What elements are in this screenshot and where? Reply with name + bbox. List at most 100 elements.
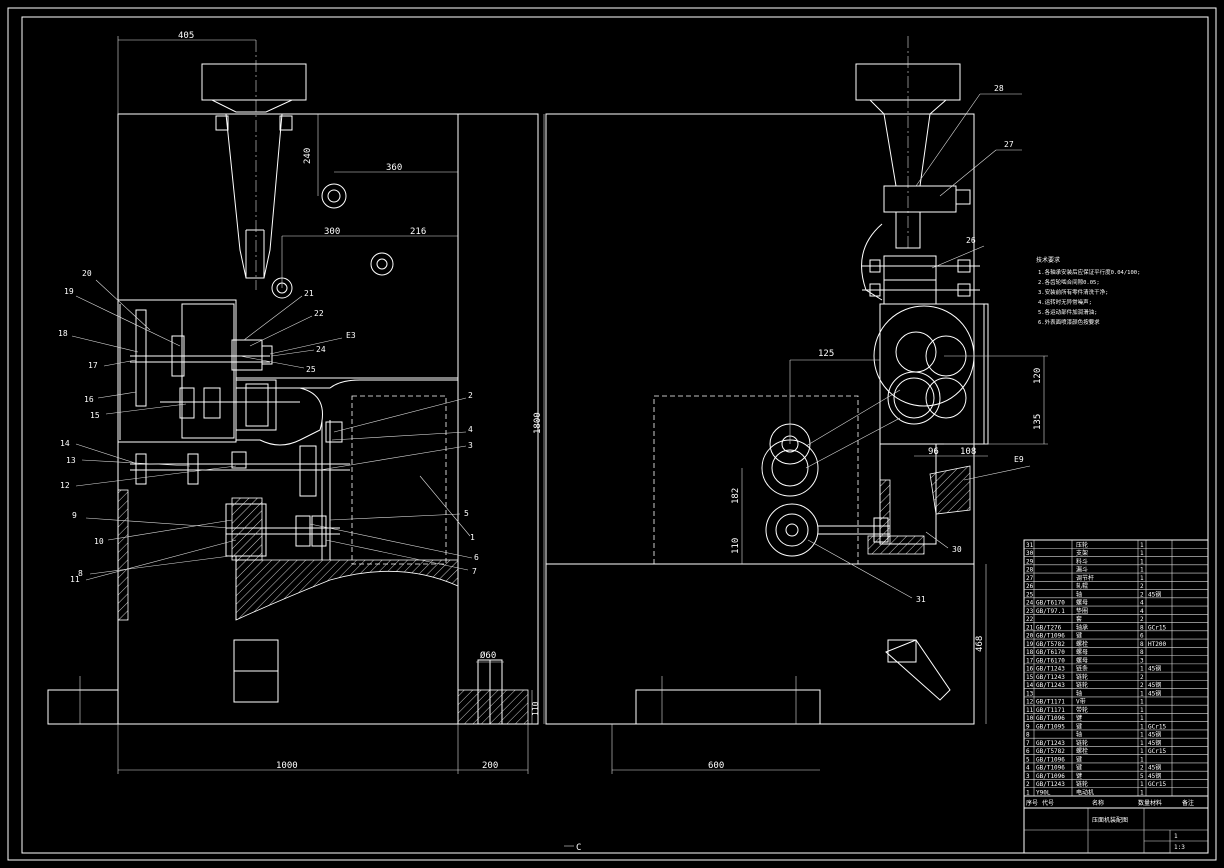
bom-header-code: 代号 [1042, 799, 1054, 807]
right-dimensions: 125 120 135 96 108 182 110 468 600 [611, 349, 1048, 774]
bom-cell-no: 18 [1026, 649, 1034, 656]
bom-cell-no: 25 [1026, 591, 1034, 598]
dim-600: 600 [708, 761, 724, 771]
part-14: 14 [60, 439, 70, 448]
dim-phi60: Ø60 [480, 650, 496, 661]
bom-cell-qty: 1 [1140, 558, 1144, 565]
bom-cell-mat: GCr15 [1148, 624, 1166, 631]
bom-cell-no: 3 [1026, 773, 1030, 780]
bom-cell-mat: GCr15 [1148, 748, 1166, 755]
bom-cell-no: 24 [1026, 600, 1034, 607]
part-19: 19 [64, 287, 74, 296]
bom-cell-code: GB/T5782 [1036, 748, 1065, 755]
part-27: 27 [1004, 140, 1014, 149]
bom-cell-mat: 45钢 [1148, 689, 1161, 697]
bom-cell-code: GB/T1096 [1036, 756, 1065, 763]
bom-cell-code: GB/T6170 [1036, 600, 1065, 607]
dim-182: 182 [731, 488, 741, 504]
bom-cell-qty: 1 [1140, 748, 1144, 755]
bom-cell-name: 调节杆 [1076, 574, 1094, 582]
bom-cell-no: 23 [1026, 608, 1034, 615]
bom-cell-qty: 1 [1140, 790, 1144, 797]
bom-cell-code: GB/T276 [1036, 624, 1062, 631]
bom-cell-no: 14 [1026, 682, 1034, 689]
part-9: 9 [72, 511, 77, 520]
bom-cell-name: 套 [1076, 615, 1082, 623]
bom-cell-name: 压轮 [1076, 541, 1088, 549]
bom-cell-name: 料斗 [1076, 557, 1088, 565]
bom-cell-name: 电动机 [1076, 789, 1094, 797]
bom-cell-code: GB/T1243 [1036, 674, 1065, 681]
dim-96: 96 [928, 447, 939, 457]
bom-cell-code: GB/T1096 [1036, 633, 1065, 640]
part-1: 1 [470, 533, 475, 542]
bom-cell-qty: 2 [1140, 674, 1144, 681]
part-4: 4 [468, 425, 473, 434]
note-2: 2.各齿轮啮合间隙0.05; [1038, 278, 1100, 286]
bom-cell-no: 1 [1026, 790, 1030, 797]
bom-cell-name: 垫圈 [1076, 607, 1088, 615]
bom-cell-qty: 1 [1140, 575, 1144, 582]
bom-cell-qty: 1 [1140, 567, 1144, 574]
part-10: 10 [94, 537, 104, 546]
bom-cell-name: 轧辊 [1076, 582, 1088, 590]
bom-cell-name: 链轮 [1076, 673, 1088, 681]
bom-cell-qty: 4 [1140, 608, 1144, 615]
bom-cell-name: 螺母 [1076, 599, 1088, 607]
bom-cell-qty: 2 [1140, 765, 1144, 772]
part-18: 18 [58, 329, 68, 338]
bom-cell-mat: 45钢 [1148, 739, 1161, 747]
bom-cell-qty: 1 [1140, 715, 1144, 722]
part-15: 15 [90, 411, 100, 420]
bom-cell-no: 10 [1026, 715, 1034, 722]
bom-cell-qty: 8 [1140, 649, 1144, 656]
bom-cell-name: 轴承 [1076, 623, 1088, 631]
bom-cell-qty: 1 [1140, 550, 1144, 557]
bom-cell-no: 28 [1026, 567, 1034, 574]
part-21: 21 [304, 289, 314, 298]
bom-cell-qty: 2 [1140, 583, 1144, 590]
bom-cell-code: GB/T97.1 [1036, 608, 1065, 615]
bom-cell-qty: 6 [1140, 633, 1144, 640]
part-5: 5 [464, 509, 469, 518]
part-26: 26 [966, 236, 976, 245]
bom-cell-code: GB/T1243 [1036, 666, 1065, 673]
bom-header-name: 名称 [1092, 799, 1104, 807]
bom-cell-no: 19 [1026, 641, 1034, 648]
bom-cell-no: 31 [1026, 542, 1034, 549]
bom-cell-qty: 5 [1140, 773, 1144, 780]
bom-cell-name: 支架 [1076, 549, 1088, 557]
bom-cell-code: GB/T1243 [1036, 781, 1065, 788]
note-3: 3.安装前所有零件清洗干净; [1038, 288, 1108, 296]
technical-notes: 技术要求 1.各轴承安装后应保证平行度0.04/100; 2.各齿轮啮合间隙0.… [1036, 256, 1140, 326]
bom-cell-code: GB/T6170 [1036, 649, 1065, 656]
bom-cell-no: 12 [1026, 699, 1034, 706]
part-25: 25 [306, 365, 316, 374]
dim-108: 108 [960, 447, 976, 457]
bom-cell-no: 5 [1026, 756, 1030, 763]
bom-cell-mat: 45钢 [1148, 665, 1161, 673]
part-22: 22 [314, 309, 324, 318]
part-20: 20 [82, 269, 92, 278]
bom-cell-no: 6 [1026, 748, 1030, 755]
bom-cell-name: 键 [1076, 632, 1082, 640]
left-dimensions: 405 240 360 300 216 1800 1000 200 Ø60 11… [117, 31, 545, 774]
bom-cell-no: 17 [1026, 657, 1034, 664]
part-8: 8 [78, 569, 83, 578]
part-e9: E9 [1014, 455, 1024, 464]
part-30: 30 [952, 545, 962, 554]
part-13: 13 [66, 456, 76, 465]
left-view [47, 40, 539, 725]
bom-cell-name: 轴 [1076, 590, 1082, 598]
bom-cell-name: 键 [1076, 722, 1082, 730]
bom-cell-qty: 1 [1140, 740, 1144, 747]
bom-cell-no: 2 [1026, 781, 1030, 788]
bom-cell-no: 20 [1026, 633, 1034, 640]
bom-cell-code: GB/T1096 [1036, 715, 1065, 722]
bom-cell-name: 键 [1076, 764, 1082, 772]
bom-cell-no: 16 [1026, 666, 1034, 673]
bom-cell-qty: 1 [1140, 542, 1144, 549]
bom-cell-qty: 2 [1140, 682, 1144, 689]
bom-cell-name: 带轮 [1076, 706, 1088, 714]
